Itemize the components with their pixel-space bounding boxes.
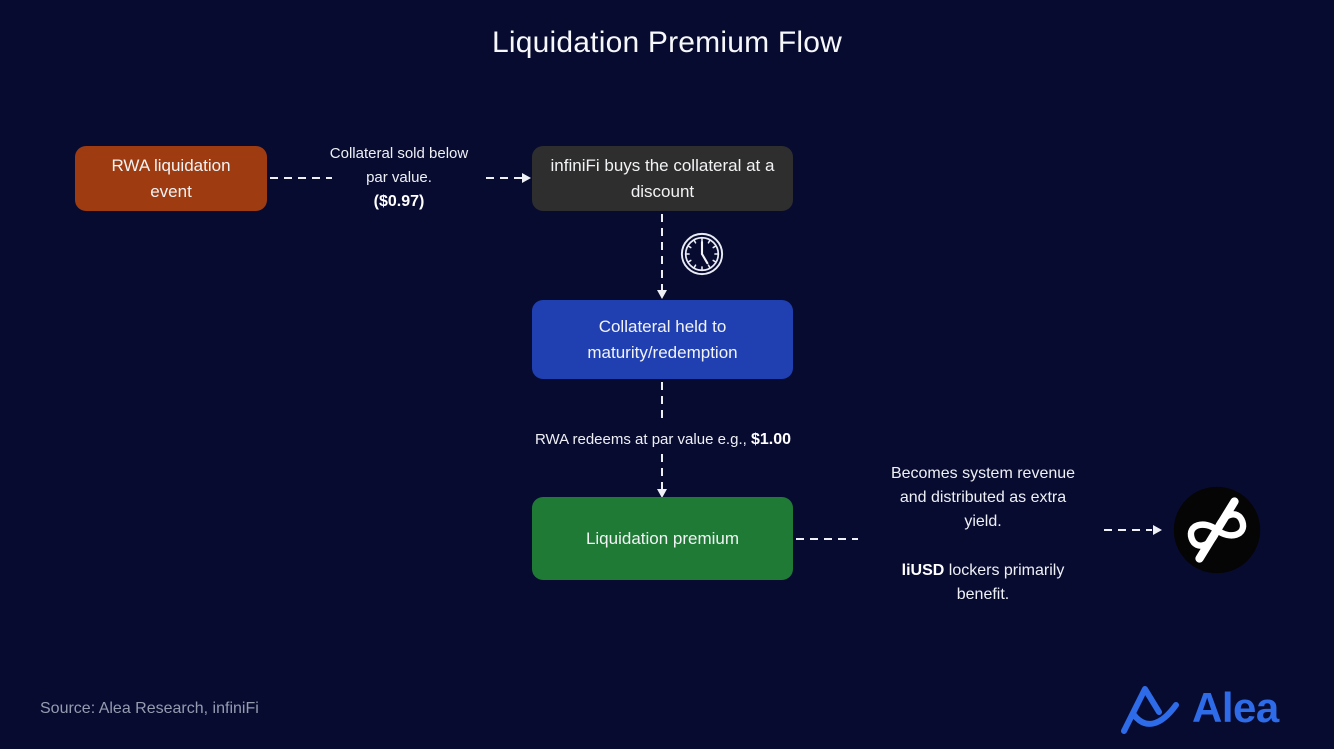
edge-dash-note-to-logo [1104,529,1152,531]
alea-logo-text: Alea [1192,684,1279,731]
redeems-value: $1.00 [750,431,791,448]
edge-dash-label-to-premium [661,454,663,490]
edge-dash-premium-to-note [796,538,858,540]
collateral-sold-text: Collateral sold below par value. [329,145,469,186]
node-rwa-label: RWA liquidation event [111,155,231,201]
edge-dash-label-to-buys [486,177,522,179]
edge-dash-buys-to-held [661,214,663,290]
lockers-rest: lockers primarily benefit. [944,562,1065,603]
lockers-bold: liUSD [901,562,945,579]
edge-dash-rwa-to-label [270,177,332,179]
infinifi-logo [1173,486,1261,574]
arrow-right-icon [1153,525,1162,535]
node-rwa-liquidation-event: RWA liquidation event [75,146,267,211]
node-buys-label: infiniFi buys the collateral at a discou… [550,155,775,201]
lockers-note: liUSD lockers primarily benefit. [880,559,1086,607]
revenue-note-text: Becomes system revenue and distributed a… [890,465,1076,530]
edge-dash-held-to-label [661,382,663,422]
collateral-sold-value: ($0.97) [373,193,425,210]
clock-icon [680,232,724,276]
arrow-down-icon [657,489,667,498]
alea-logo: Alea [1118,681,1279,735]
edge-label-collateral-sold: Collateral sold below par value. ($0.97) [329,142,469,214]
edge-label-rwa-redeems: RWA redeems at par value e.g., $1.00 [480,428,846,452]
node-infinifi-buys: infiniFi buys the collateral at a discou… [532,146,793,211]
revenue-note: Becomes system revenue and distributed a… [880,462,1086,607]
page-title: Liquidation Premium Flow [492,26,842,59]
arrow-down-icon [657,290,667,299]
node-collateral-held: Collateral held to maturity/redemption [532,300,793,379]
redeems-text: RWA redeems at par value e.g., [535,431,751,448]
arrow-right-icon [522,173,531,183]
alea-logo-mark [1121,686,1179,734]
node-held-label: Collateral held to maturity/redemption [587,316,738,362]
node-premium-label: Liquidation premium [585,528,740,548]
node-liquidation-premium: Liquidation premium [532,497,793,580]
source-note: Source: Alea Research, infiniFi [40,700,259,717]
